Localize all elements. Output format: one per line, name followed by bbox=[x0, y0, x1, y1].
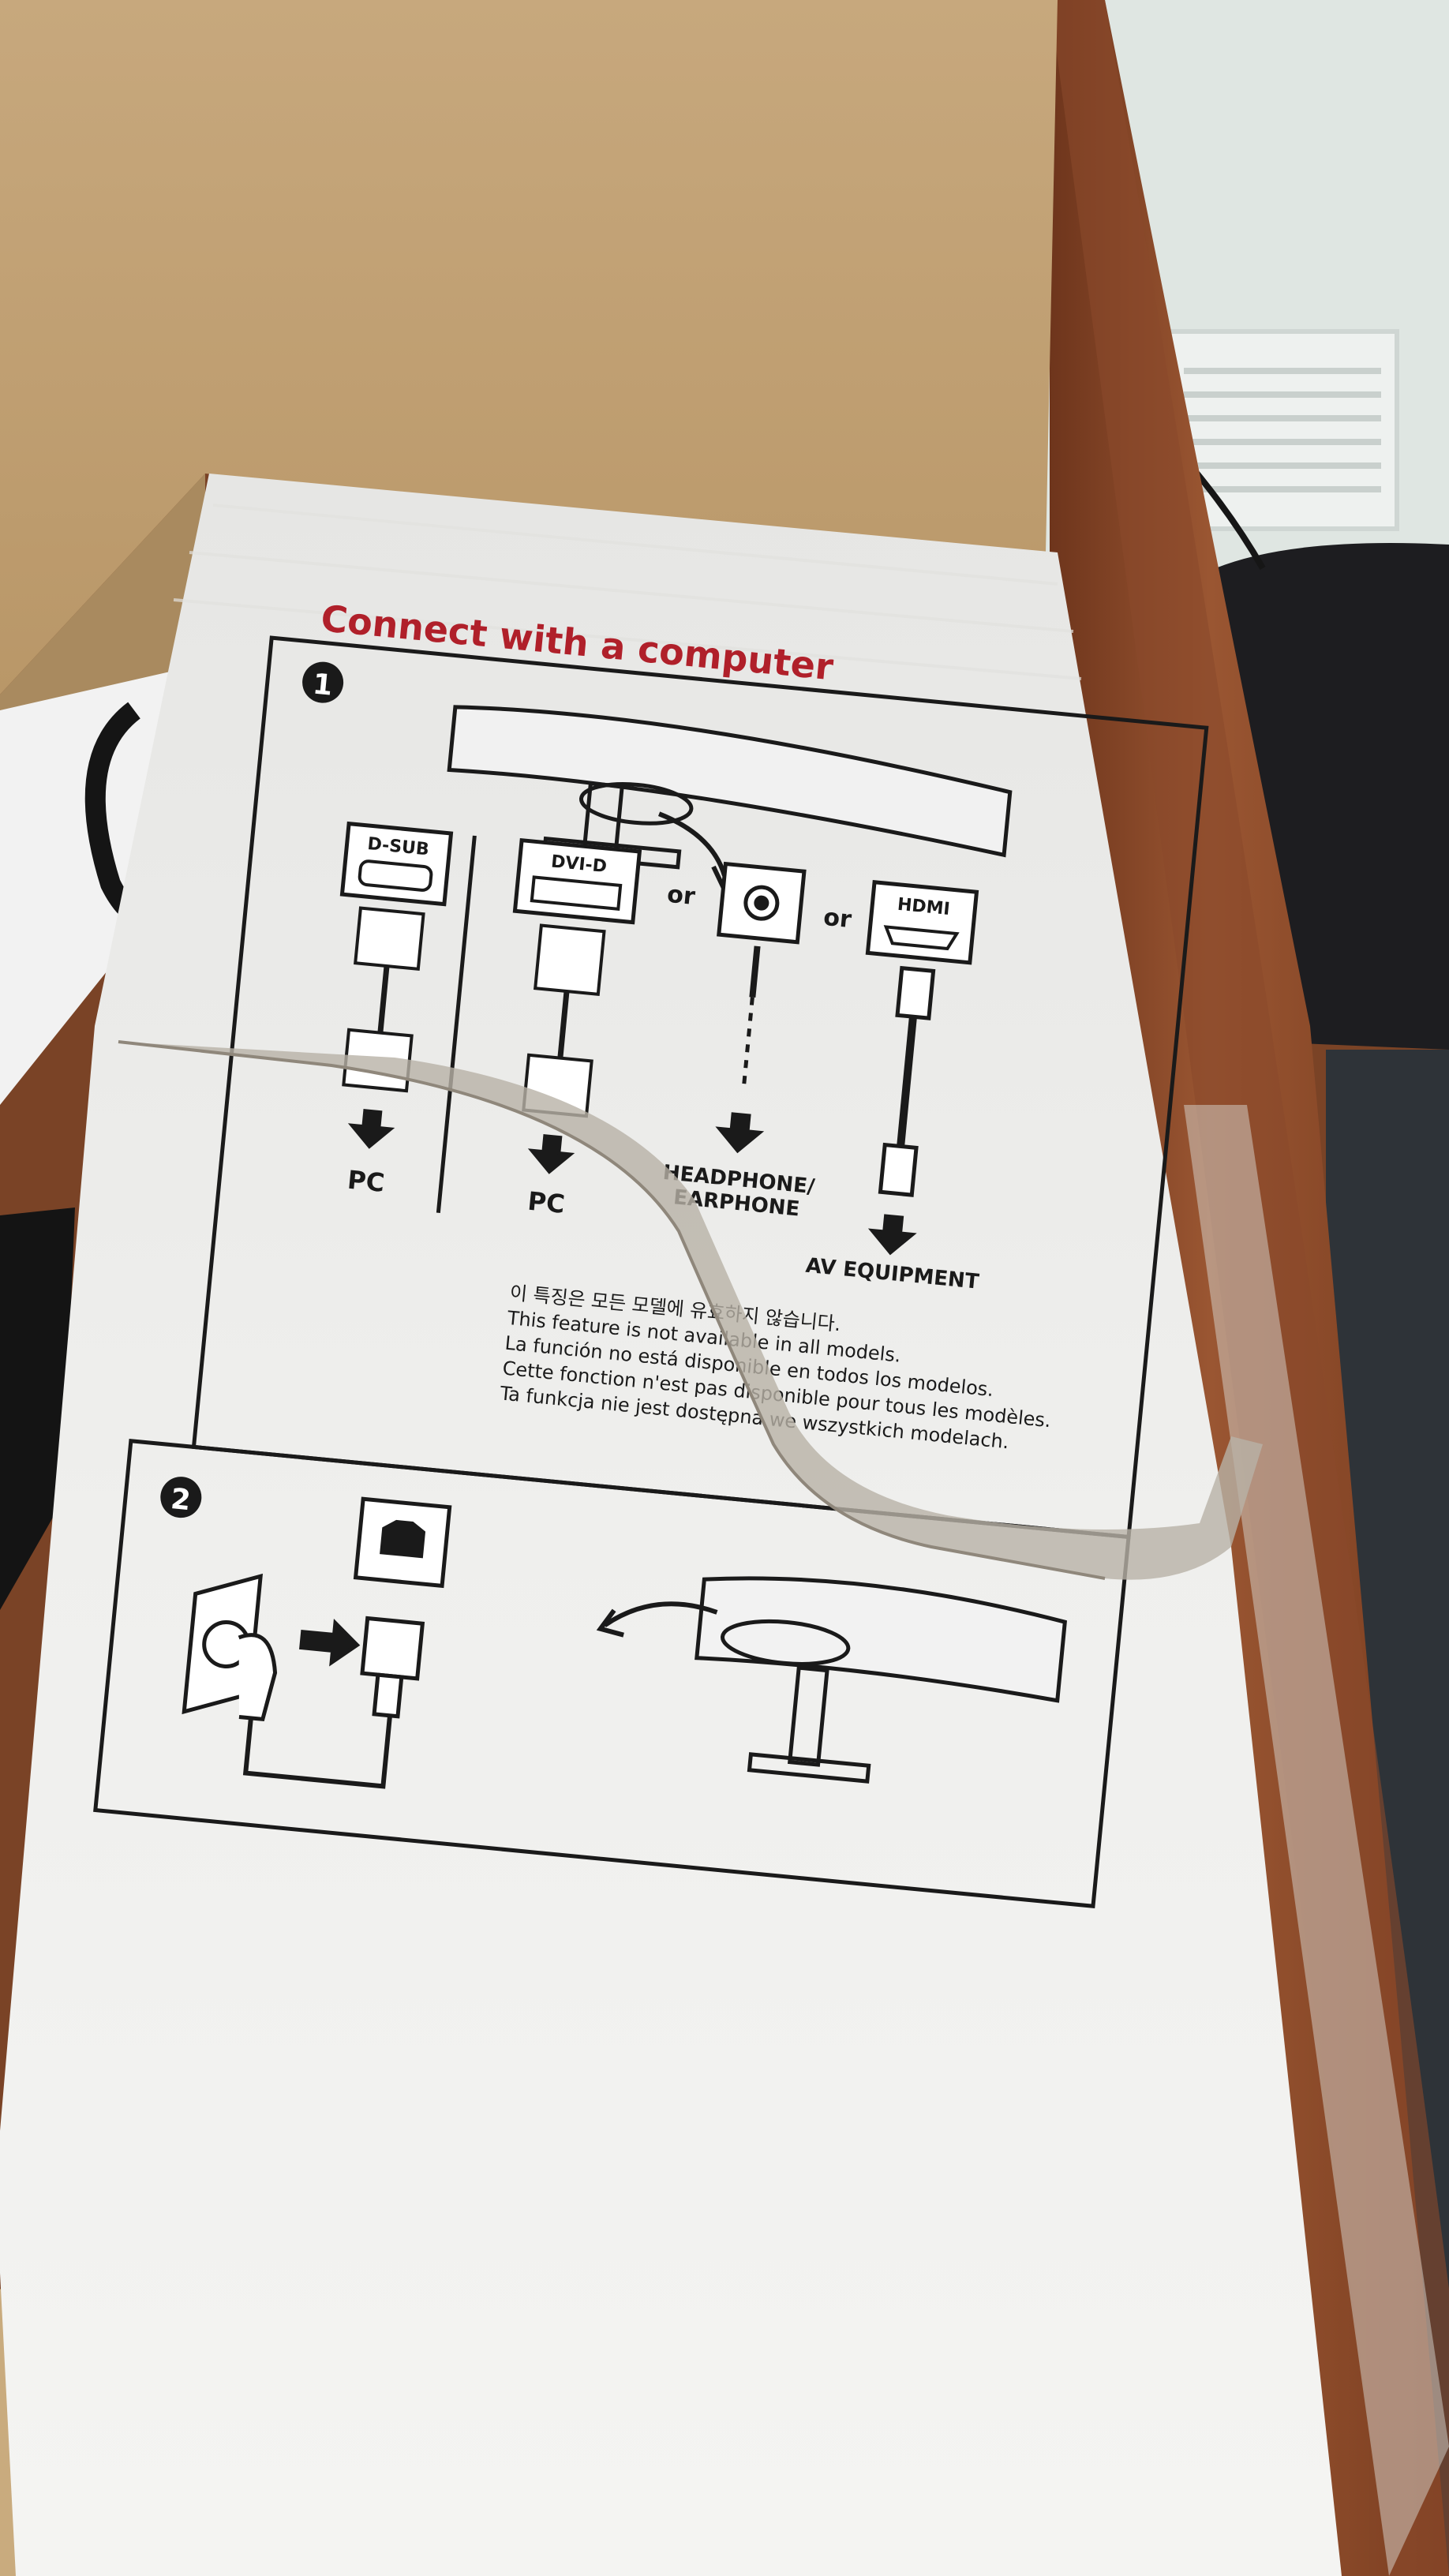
dvid-port-icon: DVI-D bbox=[512, 837, 642, 925]
dest-pc-1: PC bbox=[346, 1165, 386, 1198]
dvid-cable-icon bbox=[522, 923, 606, 1174]
monitor-back-icon bbox=[596, 1576, 1068, 1784]
or-label-2: or bbox=[822, 904, 853, 934]
step-1-label: 1 bbox=[311, 668, 334, 702]
hdmi-cable-icon bbox=[867, 965, 936, 1256]
box-flap bbox=[0, 0, 1058, 695]
power-port-icon bbox=[353, 1496, 452, 1589]
step-1-badge bbox=[302, 661, 344, 703]
section-2-frame bbox=[93, 1438, 1131, 1909]
torn-edge bbox=[118, 1040, 1106, 1580]
headphone-cable-icon bbox=[715, 945, 765, 1154]
box-inner-edge bbox=[0, 474, 205, 710]
sheet-background bbox=[0, 474, 1342, 2576]
corrugation-lines bbox=[173, 504, 1082, 680]
column-divider bbox=[436, 835, 477, 1213]
step-2-label: 2 bbox=[170, 1483, 193, 1517]
styrofoam bbox=[0, 671, 174, 1105]
headphone-port-icon bbox=[717, 861, 807, 945]
hdmi-port-icon: HDMI bbox=[865, 880, 979, 965]
power-plug-icon bbox=[238, 1616, 425, 1789]
or-label-1: or bbox=[666, 881, 697, 911]
instruction-sheet: Connect with a computer 1 2 bbox=[0, 474, 1342, 2576]
dest-pc-2: PC bbox=[526, 1186, 566, 1219]
dsub-port-icon: D-SUB bbox=[339, 821, 454, 907]
step-2-badge bbox=[160, 1477, 202, 1518]
